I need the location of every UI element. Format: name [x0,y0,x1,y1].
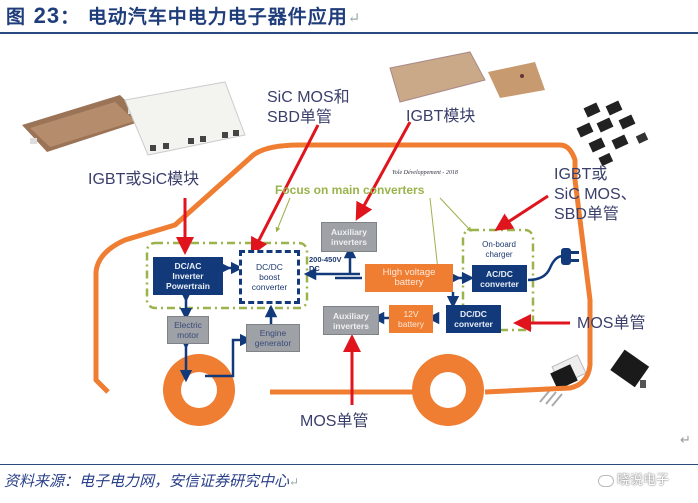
watermark: 晓说电子 [598,469,669,488]
arrow-igbt-sic-sbd [494,194,549,231]
diagram-canvas [22,51,650,426]
callout-igbt-sic-line3: SBD单管 [554,206,619,223]
source-rule [0,464,698,465]
callout-igbt-sic-line2: SiC MOS、 [554,186,637,203]
diagram-credit: Yole Développement - 2018 [392,170,458,176]
callout-mos-bottom: MOS单管 [300,413,369,430]
callout-mos-right: MOS单管 [577,315,646,332]
callout-igbt-or-sic-module: IGBT或SiC模块 [88,171,200,188]
voltage-label-line1: 200-450V [309,255,342,264]
wechat-icon [598,474,614,487]
callout-igbt-sic-line1: IGBT或 [554,166,608,183]
callout-sic-mos-sbd-line2: SBD单管 [267,109,332,126]
arrow-igbt-module [355,121,412,221]
callout-sic-mos-sbd-line1: SiC MOS和 [267,89,350,106]
title-rule [0,32,698,34]
figure-number: 23 [33,3,61,28]
discrete-transistors-image [576,100,649,167]
focus-label: Focus on main converters [275,183,425,197]
igbt-module-image-top [389,51,545,103]
edge-return-mark: ↵ [680,433,691,448]
car-outline [93,142,593,395]
figure-colon: ： [60,6,81,28]
voltage-label-line2: DC [309,264,320,273]
mos-transistor-images [539,349,650,407]
plug-icon [561,248,579,265]
arrow-sic-mos-sbd [250,124,320,257]
sic-module-image [124,81,246,156]
figure-title-text: 电动汽车中电力电子器件应用 [87,6,348,28]
source-note: 资料来源：电子电力网，安信证券研究中心↵ [4,472,300,490]
figure-label: 图 [6,6,27,28]
figure-title: 图 23： 电动汽车中电力电子器件应用↵ [6,2,361,30]
callout-igbt-module: IGBT模块 [406,108,476,125]
return-mark-icon: ↵ [347,9,362,27]
